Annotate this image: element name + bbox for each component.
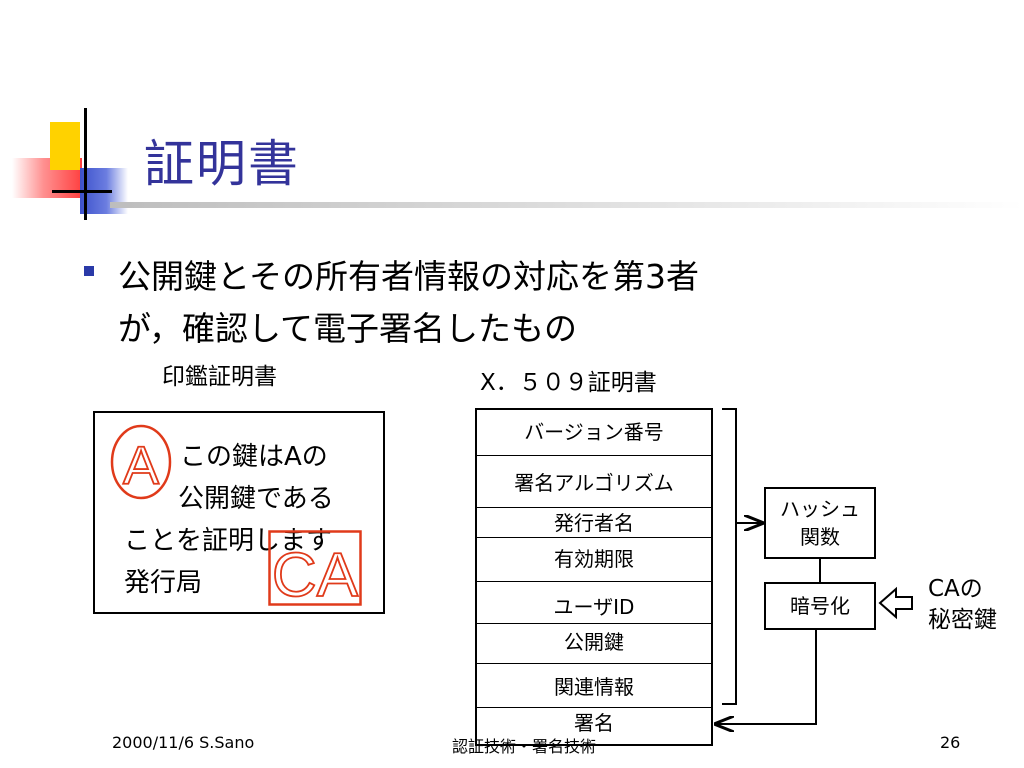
- stamp-ca-text: CA: [272, 541, 359, 606]
- arrow-to-signature: [716, 630, 817, 724]
- field-public-key: 公開鍵: [477, 624, 711, 664]
- inkan-text-line2: 公開鍵である: [178, 484, 334, 514]
- hash-box-line1: ハッシュ: [780, 497, 860, 521]
- field-version: バージョン番号: [477, 410, 711, 456]
- ca-key-line2: 秘密鍵: [928, 607, 997, 633]
- field-user-id: ユーザID: [477, 582, 711, 624]
- hash-box-line2: 関数: [800, 525, 840, 549]
- bullet-text-line2: が，確認して電子署名したもの: [118, 309, 578, 348]
- inkan-text-line1: この鍵はAの: [180, 442, 328, 472]
- inkan-certificate-box: [93, 411, 385, 614]
- footer-title: 認証技術・署名技術: [452, 737, 597, 756]
- bullet-text-line1: 公開鍵とその所有者情報の対応を第3者: [118, 257, 700, 296]
- hash-scope-bracket: [722, 408, 737, 705]
- field-signature-algorithm: 署名アルゴリズム: [477, 456, 711, 508]
- title-decoration-horizontal-line: [52, 190, 112, 193]
- title-decoration-vertical-line: [84, 108, 87, 220]
- ca-key-line1: CAの: [928, 576, 983, 602]
- footer-page-number: 26: [940, 733, 961, 752]
- circle-stamp-icon: A: [110, 424, 172, 500]
- inkan-certificate-label: 印鑑証明書: [162, 364, 277, 390]
- encryption-box: 暗号化: [764, 582, 876, 630]
- field-related-info: 関連情報: [477, 664, 711, 708]
- square-stamp-icon: CA: [268, 530, 362, 606]
- footer-date-author: 2000/11/6 S.Sano: [112, 733, 255, 752]
- field-validity: 有効期限: [477, 538, 711, 582]
- stamp-a-text: A: [123, 436, 159, 496]
- hollow-left-arrow-icon: [878, 586, 913, 620]
- title-underline: [110, 202, 1024, 208]
- field-issuer-name: 発行者名: [477, 508, 711, 538]
- hash-function-box: ハッシュ 関数: [764, 487, 876, 559]
- x509-certificate-label: X．５０９証明書: [480, 370, 657, 396]
- field-signature: 署名: [574, 711, 614, 735]
- x509-certificate-table: バージョン番号 署名アルゴリズム 発行者名 有効期限 ユーザID 公開鍵 関連情…: [475, 408, 713, 746]
- slide-title: 証明書: [144, 135, 300, 193]
- title-decoration-yellow: [50, 122, 80, 170]
- inkan-text-line4: 発行局: [124, 568, 203, 598]
- bullet-icon: [84, 266, 94, 276]
- ca-private-key-label: CAの 秘密鍵: [928, 574, 997, 636]
